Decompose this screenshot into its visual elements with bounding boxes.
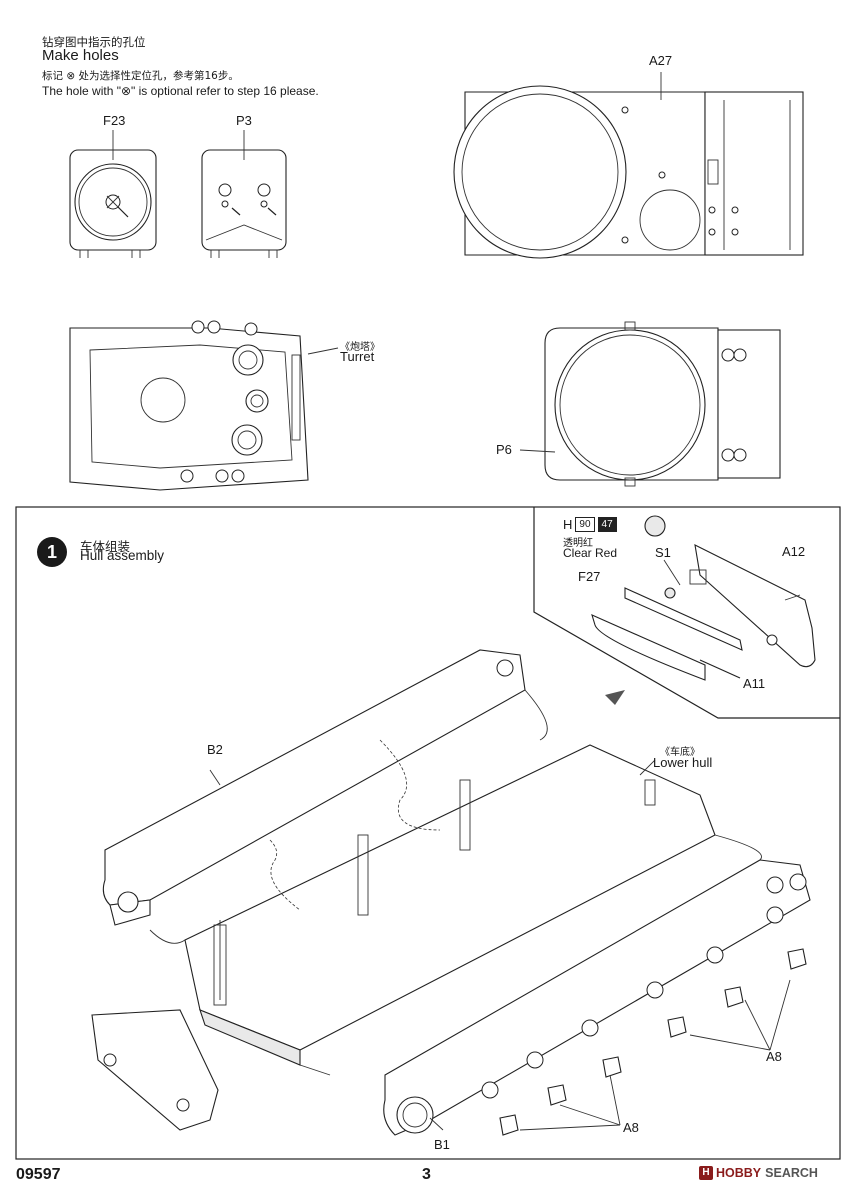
watermark-search: SEARCH: [765, 1166, 818, 1180]
hull-assembly-drawing: [91, 649, 811, 1136]
paint-code-letter: H: [563, 517, 573, 532]
step-number-badge: 1: [37, 537, 67, 567]
step1-title-cn: 车体组装: [80, 539, 131, 554]
label-turret-en: Turret: [340, 349, 375, 364]
label-a11: A11: [743, 676, 766, 691]
label-a27: A27: [649, 53, 673, 68]
label-p6: P6: [496, 442, 512, 457]
part-p6-drawing: [519, 321, 781, 487]
inset-assembly-drawing: [591, 515, 816, 705]
hobby-search-logo-icon: H: [699, 1166, 713, 1180]
label-lower-hull-cn: 《车底》: [660, 747, 700, 758]
make-holes-title-en: Make holes: [42, 47, 119, 64]
label-lower-hull-en: Lower hull: [653, 755, 713, 770]
paint-code-num1: 90: [575, 517, 595, 532]
paint-code-num2: 47: [597, 517, 617, 532]
make-holes-title-cn: 钻穿图中指示的孔位: [42, 35, 146, 49]
label-b1: B1: [434, 1137, 450, 1152]
label-f23: F23: [103, 113, 126, 128]
paint-name-cn: 透明红: [563, 538, 593, 549]
paint-code: H 90 47: [563, 517, 617, 532]
label-f27: F27: [578, 569, 601, 584]
step1-title-en: Hull assembly: [80, 548, 165, 563]
page-number: 3: [422, 1166, 431, 1183]
label-b2: B2: [207, 742, 223, 757]
part-a27-drawing: [453, 72, 804, 259]
kit-number: 09597: [16, 1166, 61, 1183]
turret-top-view: [69, 320, 339, 491]
label-a8-bottom: A8: [623, 1120, 639, 1135]
watermark-brand: HOBBY: [716, 1166, 762, 1180]
part-p3-drawing: [201, 130, 287, 258]
inset-frame: [533, 507, 840, 719]
road-wheel-mounts: [481, 906, 784, 1099]
label-s1: S1: [655, 545, 671, 560]
step1-frame: [15, 506, 841, 1160]
label-p3: P3: [236, 113, 252, 128]
a8-parts: [499, 948, 807, 1136]
paint-name-en: Clear Red: [563, 546, 618, 560]
make-holes-note-cn: 标记 ⊗ 处为选择性定位孔，参考第16步。: [42, 70, 239, 82]
label-a8-right: A8: [766, 1049, 782, 1064]
part-f23-drawing: [69, 130, 157, 258]
make-holes-note-en: The hole with "⊗" is optional refer to s…: [42, 84, 319, 98]
label-turret-cn: 《炮塔》: [340, 342, 380, 353]
hobby-search-watermark: H HOBBY SEARCH: [699, 1166, 818, 1180]
label-a12: A12: [782, 544, 806, 559]
